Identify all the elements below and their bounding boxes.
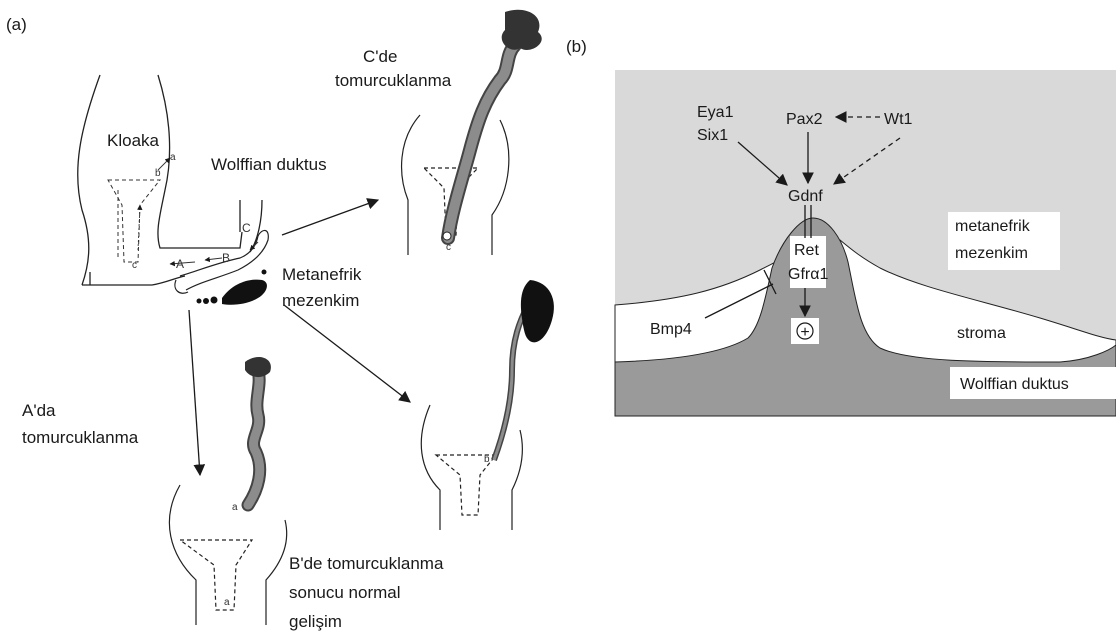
point-b-label: b: [155, 168, 161, 179]
point-a-label: a: [170, 152, 176, 163]
small-bulge: [175, 280, 188, 293]
panel-b-label: (b): [566, 37, 587, 56]
six1-label: Six1: [697, 127, 728, 144]
budding-a-label-line2: tomurcuklanma: [22, 428, 139, 447]
kloaka-label: Kloaka: [107, 131, 160, 150]
gdnf-label: Gdnf: [788, 188, 823, 205]
metanefrik-label-a-line2: mezenkim: [282, 291, 359, 310]
pax2-label: Pax2: [786, 111, 823, 128]
budding-a-label-line1: A'da: [22, 401, 56, 420]
wolffian-duktus-label-a: Wolffian duktus: [211, 155, 327, 174]
outcome-arrows: [189, 200, 410, 475]
panel-a-label: (a): [6, 15, 27, 34]
metanefrik-label-a-line1: Metanefrik: [282, 265, 362, 284]
stroma-label: stroma: [957, 325, 1006, 342]
metanefrik-label-b-line1: metanefrik: [955, 218, 1031, 235]
metanephric-mesenchyme-blob: [197, 270, 267, 305]
ureter-b: [494, 280, 554, 460]
point-C-label: C: [242, 221, 251, 235]
budding-c-label-line1: C'de: [363, 47, 397, 66]
budding-b-label-line2: sonucu normal: [289, 583, 401, 602]
gfra1-label: Gfrα1: [788, 266, 828, 283]
cloaca-dashed-outline: [108, 180, 160, 262]
outcome-b-point: b: [484, 454, 490, 465]
ureter-c: [443, 10, 542, 240]
metanefrik-label-b-line2: mezenkim: [955, 245, 1028, 262]
point-A-label: A: [176, 257, 184, 271]
outcome-a-mark: a: [224, 597, 230, 608]
wt1-label: Wt1: [884, 111, 913, 128]
point-B-label: B: [222, 251, 230, 265]
panel-b-figure: + Eya1 Six1 Pax2 Wt1 Gdnf Ret Gfrα1 Bmp4…: [615, 70, 1116, 416]
point-c-label: c: [132, 260, 137, 271]
bmp4-label: Bmp4: [650, 321, 692, 338]
outcome-c-point: c: [446, 242, 451, 253]
budding-b-label-line1: B'de tomurcuklanma: [289, 554, 444, 573]
budding-b-label-line3: gelişim: [289, 612, 342, 631]
budding-c-label-line2: tomurcuklanma: [335, 71, 452, 90]
wolffian-duktus-label-b: Wolffian duktus: [960, 376, 1069, 393]
ret-label: Ret: [794, 242, 819, 259]
ureter-a: [245, 357, 271, 505]
positive-signal-symbol: +: [800, 324, 809, 341]
outcome-a-point: a: [232, 502, 238, 513]
cloaca-outline: [78, 75, 262, 285]
eya1-label: Eya1: [697, 104, 734, 121]
